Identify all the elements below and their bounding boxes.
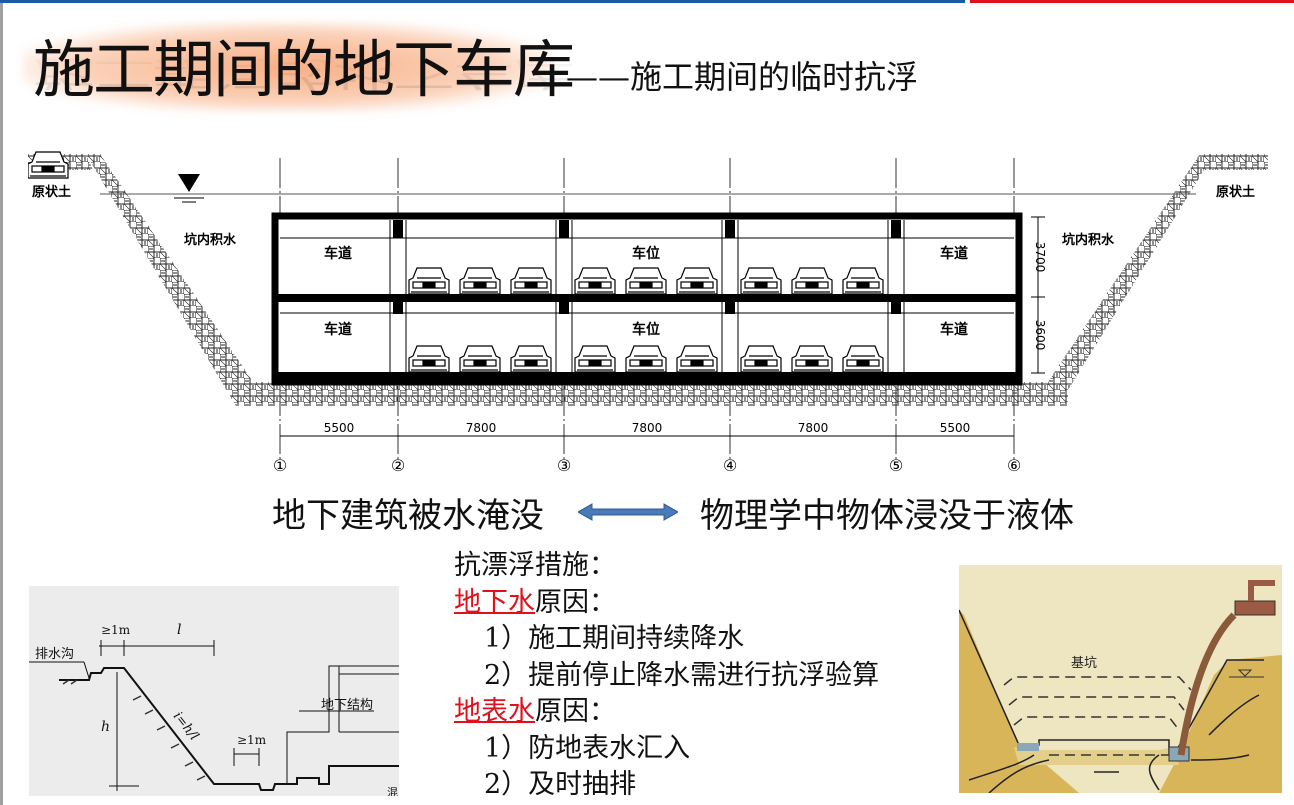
floor1-center-label: 车位 — [632, 245, 660, 262]
dim-height-upper: 3700 — [1033, 242, 1047, 273]
surfacewater-item-2: 2）及时抽排 — [484, 769, 637, 800]
dim-height-lower: 3600 — [1033, 320, 1047, 351]
surfacewater-highlight: 地表水 — [454, 696, 535, 727]
span-5: 5500 — [940, 421, 971, 435]
cut-label: 混 — [387, 786, 398, 796]
left-edge-bar — [0, 0, 3, 805]
groundwater-item-2: 2）提前停止降水需进行抗浮验算 — [484, 659, 880, 691]
soil-right-top — [1193, 154, 1268, 170]
floor2-left-label: 车道 — [324, 321, 352, 338]
soil-slope-left — [86, 154, 253, 406]
span-1: 5500 — [324, 421, 355, 435]
groundwater-heading: 地下水原因： — [454, 585, 879, 622]
axis-2: ② — [391, 456, 405, 475]
height-label: h — [101, 719, 110, 735]
axis-6: ⑥ — [1007, 456, 1021, 475]
double-arrow-icon — [578, 503, 678, 521]
floor1-left-label: 车道 — [324, 245, 352, 262]
surfacewater-suffix: 原因： — [535, 696, 616, 727]
length-label: l — [177, 622, 181, 638]
pit-label: 基坑 — [1071, 656, 1097, 671]
axis-3: ③ — [557, 456, 571, 475]
groundwater-item-1: 1）施工期间持续降水 — [484, 623, 745, 654]
surfacewater-heading: 地表水原因： — [454, 694, 879, 731]
comparison-right: 物理学中物体浸没于液体 — [700, 496, 1074, 536]
water-label-left: 坑内积水 — [184, 232, 237, 248]
span-2: 7800 — [466, 421, 497, 435]
soil-bottom — [236, 382, 1068, 406]
garage-section-diagram: 原状土 原状土 坑内积水 坑内积水 车道 — [28, 151, 1268, 475]
axis-5: ⑤ — [889, 456, 903, 475]
soil-label-right: 原状土 — [1216, 184, 1255, 200]
title-glow-effect — [22, 22, 552, 112]
span-3: 7800 — [632, 421, 663, 435]
structure-label: 地下结构 — [321, 698, 373, 713]
water-label-right: 坑内积水 — [1062, 232, 1115, 248]
soil-slope-right — [1048, 154, 1214, 406]
slide-subtitle: ——施工期间的临时抗浮 — [566, 58, 919, 96]
floor2-center-label: 车位 — [632, 321, 660, 338]
comparison-left: 地下建筑被水淹没 — [272, 496, 544, 536]
groundwater-highlight: 地下水 — [454, 586, 535, 618]
water-level-icon — [174, 174, 204, 203]
anti-float-measures: 抗漂浮措施： 地下水原因： 1）施工期间持续降水 2）提前停止降水需进行抗浮验算… — [454, 548, 879, 804]
surfacewater-item-1: 1）防地表水汇入 — [484, 732, 691, 764]
drain-label: 排水沟 — [35, 647, 74, 662]
groundwater-suffix: 原因： — [535, 586, 616, 618]
axis-1: ① — [273, 456, 287, 475]
top-bar-red — [970, 0, 1294, 3]
floor1-right-label: 车道 — [940, 245, 968, 262]
berm-bottom-label: ≥1m — [237, 733, 267, 747]
top-bar-blue — [0, 0, 965, 3]
berm-top-label: ≥1m — [101, 623, 131, 637]
slide-title: 施工期间的地下车库 — [33, 33, 575, 106]
axis-4: ④ — [723, 456, 737, 475]
measures-heading: 抗漂浮措施： — [454, 550, 616, 581]
cars-upper — [28, 151, 884, 373]
floor2-right-label: 车道 — [940, 321, 968, 338]
pit-dewatering-figure: 基坑 — [959, 565, 1282, 793]
slide-title-reflection: 施工期间的地下车库 — [33, 53, 574, 94]
soil-label-left: 原状土 — [32, 184, 71, 200]
slope-excavation-figure: 排水沟 ≥1m l h i=h/l ≥1m 地下结构 混 — [29, 586, 399, 796]
span-4: 7800 — [798, 421, 829, 435]
